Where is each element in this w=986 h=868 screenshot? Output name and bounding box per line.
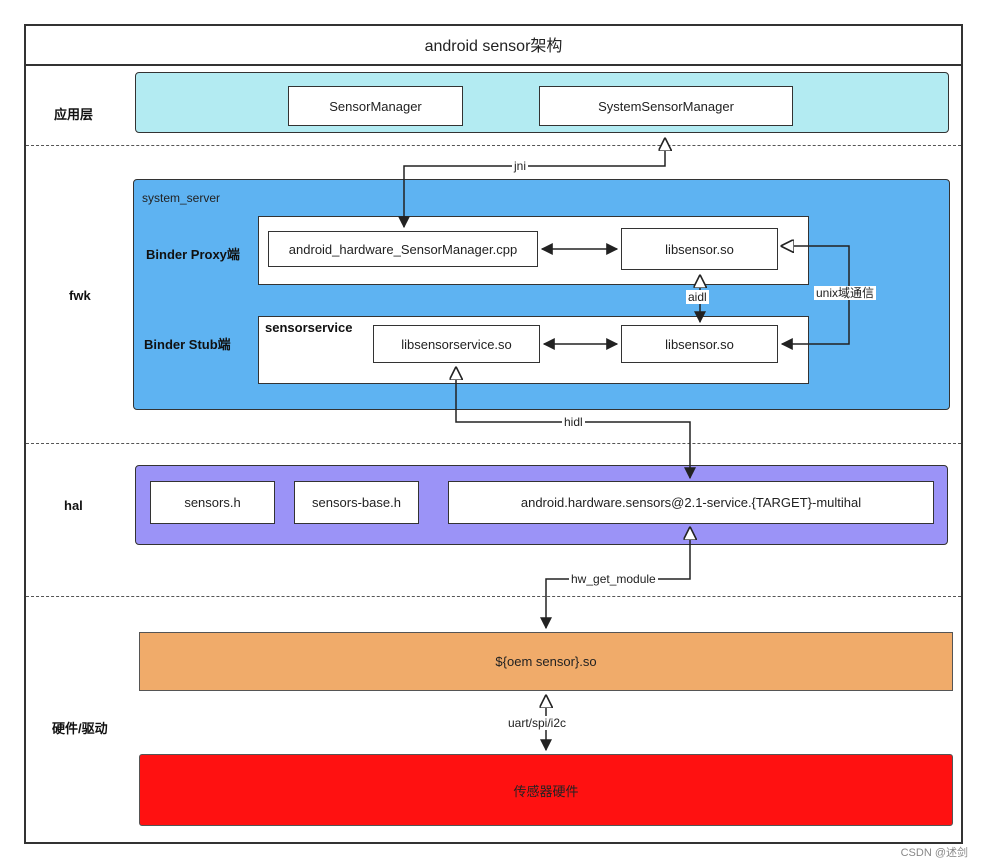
sensors-h-box: sensors.h bbox=[150, 481, 275, 524]
layer-label-hal: hal bbox=[64, 498, 83, 513]
diagram-title: android sensor架构 bbox=[24, 24, 963, 66]
libsensor-proxy-box: libsensor.so bbox=[621, 228, 778, 270]
system-server-label: system_server bbox=[142, 191, 221, 205]
layer-label-hw: 硬件/驱动 bbox=[52, 721, 108, 736]
layer-label-app: 应用层 bbox=[54, 107, 94, 122]
binder-stub-label: Binder Stub端 bbox=[144, 337, 231, 352]
jni-cpp-box: android_hardware_SensorManager.cpp bbox=[268, 231, 538, 267]
sensor-manager-box: SensorManager bbox=[288, 86, 463, 126]
sensors-hal-service-box: android.hardware.sensors@2.1-service.{TA… bbox=[448, 481, 934, 524]
sensors-base-h-box: sensors-base.h bbox=[294, 481, 419, 524]
sensor-hardware-box: 传感器硬件 bbox=[139, 754, 953, 826]
unix-socket-label: unix域通信 bbox=[814, 286, 877, 300]
separator-hal-hw bbox=[26, 596, 961, 597]
bus-label: uart/spi/i2c bbox=[506, 716, 569, 730]
aidl-label: aidl bbox=[686, 290, 709, 304]
libsensor-stub-box: libsensor.so bbox=[621, 325, 778, 363]
jni-label: jni bbox=[512, 159, 529, 173]
hidl-label: hidl bbox=[562, 415, 585, 429]
libsensorservice-box: libsensorservice.so bbox=[373, 325, 540, 363]
diagram-frame bbox=[24, 24, 963, 844]
jni-connector bbox=[404, 139, 665, 227]
system-sensor-manager-box: SystemSensorManager bbox=[539, 86, 793, 126]
layer-label-fwk: fwk bbox=[69, 288, 91, 303]
binder-proxy-label: Binder Proxy端 bbox=[146, 247, 240, 262]
hw-get-module-label: hw_get_module bbox=[569, 572, 658, 586]
oem-sensor-so-box: ${oem sensor}.so bbox=[139, 632, 953, 691]
watermark: CSDN @述剑 bbox=[900, 847, 968, 859]
sensorservice-label: sensorservice bbox=[265, 320, 353, 335]
